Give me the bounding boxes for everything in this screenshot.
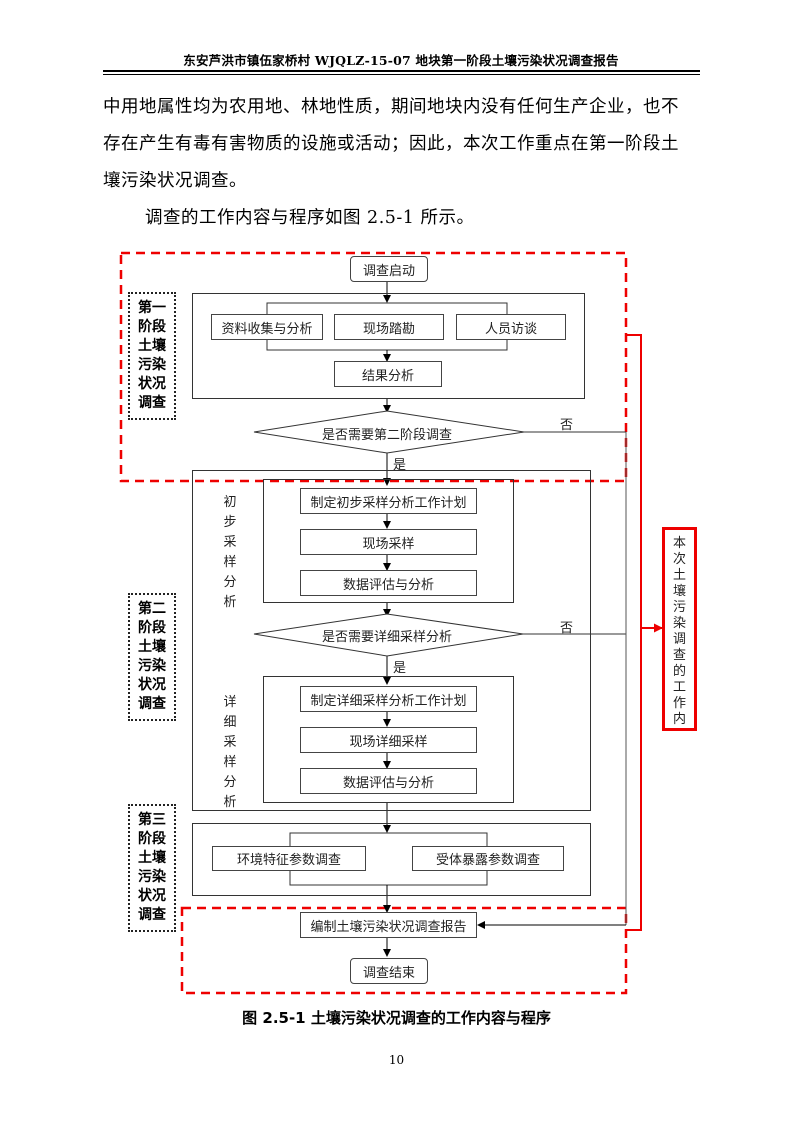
scope-note-box: 本次土壤污染调查的工作内 bbox=[662, 527, 697, 731]
page-number: 10 bbox=[388, 1053, 405, 1067]
task-interviews: 人员访谈 bbox=[456, 314, 566, 340]
result-analysis: 结果分析 bbox=[334, 361, 442, 387]
scope-bracket bbox=[626, 334, 642, 931]
detailed-sampling: 现场详细采样 bbox=[300, 727, 477, 753]
page-header: 东安芦洪市镇伍家桥村 WJQLZ-15-07 地块第一阶段土壤污染状况调查报告 bbox=[183, 53, 619, 68]
header-rule-thin bbox=[103, 74, 700, 75]
prelim-sampling: 现场采样 bbox=[300, 529, 477, 555]
stage2-frame bbox=[192, 470, 591, 811]
detailed-evaluation: 数据评估与分析 bbox=[300, 768, 477, 794]
body-line-2: 存在产生有毒有害物质的设施或活动；因此，本次工作重点在第一阶段土 bbox=[103, 134, 679, 154]
header-rule-thick bbox=[103, 70, 700, 72]
detailed-label: 详细采样分析 bbox=[223, 695, 237, 810]
stage1-scope-dashed-box bbox=[119, 251, 628, 483]
decision-detailed-diamond bbox=[253, 613, 524, 657]
no-label-1: 否 bbox=[560, 418, 574, 433]
detailed-frame bbox=[263, 676, 514, 803]
yes-label-2: 是 bbox=[393, 661, 407, 676]
stage1-frame bbox=[192, 293, 585, 399]
yes-label-1: 是 bbox=[393, 458, 407, 473]
task-receptor-exposure: 受体暴露参数调查 bbox=[412, 846, 564, 871]
task-site-survey: 现场踏勘 bbox=[334, 314, 444, 340]
figure-caption: 图 2.5-1 土壤污染状况调查的工作内容与程序 bbox=[242, 1009, 551, 1027]
stage2-label: 第二阶段土壤污染状况调查 bbox=[128, 593, 176, 721]
report-scope-dashed-box bbox=[180, 906, 628, 995]
preliminary-frame bbox=[263, 479, 514, 603]
body-line-1: 中用地属性均为农用地、林地性质，期间地块内没有任何生产企业，也不 bbox=[103, 97, 679, 117]
no-label-2: 否 bbox=[560, 621, 574, 636]
preliminary-label: 初步采样分析 bbox=[223, 495, 237, 610]
prelim-evaluation: 数据评估与分析 bbox=[300, 570, 477, 596]
decision-detailed-text: 是否需要详细采样分析 bbox=[322, 630, 453, 645]
stage3-label: 第三阶段土壤污染状况调查 bbox=[128, 804, 176, 932]
prelim-plan: 制定初步采样分析工作计划 bbox=[300, 488, 477, 514]
end-node: 调查结束 bbox=[350, 958, 428, 984]
decision-stage2-diamond bbox=[253, 410, 525, 454]
stage3-frame bbox=[192, 823, 591, 896]
start-node: 调查启动 bbox=[350, 256, 428, 282]
body-line-3: 壤污染状况调查。 bbox=[103, 171, 247, 191]
body-line-4: 调查的工作内容与程序如图 2.5-1 所示。 bbox=[145, 208, 475, 228]
detailed-plan: 制定详细采样分析工作计划 bbox=[300, 686, 477, 712]
stage1-label: 第一阶段土壤污染状况调查 bbox=[128, 292, 176, 420]
report-node: 编制土壤污染状况调查报告 bbox=[300, 912, 477, 938]
task-data-collection: 资料收集与分析 bbox=[211, 314, 323, 340]
task-environment-params: 环境特征参数调查 bbox=[212, 846, 366, 871]
decision-stage2-text: 是否需要第二阶段调查 bbox=[322, 428, 453, 443]
